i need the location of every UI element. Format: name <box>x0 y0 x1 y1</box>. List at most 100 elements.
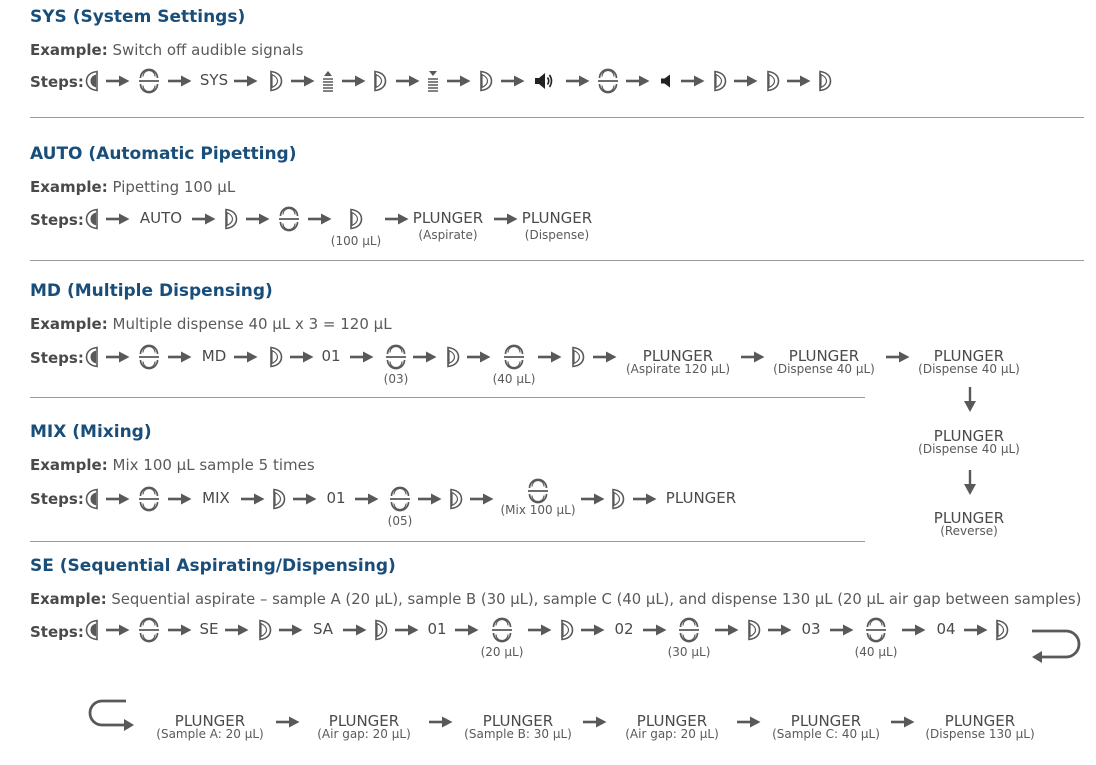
volume-caption: (20 µL) <box>480 645 524 659</box>
arrow-right-icon <box>308 213 332 225</box>
mode-label: SYS <box>199 71 229 89</box>
example-label: Example: <box>30 178 108 196</box>
example-text: Mix 100 µL sample 5 times <box>112 456 315 474</box>
right-button-icon <box>747 619 761 641</box>
example-text: Multiple dispense 40 µL x 3 = 120 µL <box>112 315 392 333</box>
example-text: Switch off audible signals <box>112 41 304 59</box>
arrow-right-icon <box>886 351 910 363</box>
volume-caption: (30 µL) <box>667 645 711 659</box>
select-wheel-icon <box>385 344 407 370</box>
arrow-right-icon <box>276 716 300 728</box>
sub-mode-label: SA <box>312 620 334 638</box>
arrow-right-icon <box>279 624 303 636</box>
arrow-right-icon <box>455 624 479 636</box>
left-button-icon <box>85 346 99 368</box>
arrow-right-icon <box>225 624 249 636</box>
example-text: Sequential aspirate – sample A (20 µL), … <box>111 591 1082 608</box>
right-button-icon <box>258 619 272 641</box>
arrow-right-icon <box>528 624 552 636</box>
arrow-right-icon <box>891 716 915 728</box>
arrow-right-icon <box>902 624 926 636</box>
plunger-label: PLUNGER <box>642 347 714 365</box>
section-title-md: MD (Multiple Dispensing) <box>30 281 273 301</box>
arrow-right-icon <box>626 75 650 87</box>
section-title-se: SE (Sequential Aspirating/Dispensing) <box>30 556 396 576</box>
plunger-caption: (Aspirate 120 µL) <box>625 362 731 376</box>
right-button-icon <box>446 346 460 368</box>
plunger-label: PLUNGER <box>412 209 484 227</box>
arrow-right-icon <box>768 624 792 636</box>
plunger-caption: (Air gap: 20 µL) <box>625 727 719 741</box>
arrow-right-icon <box>241 493 265 505</box>
select-wheel-icon <box>138 68 160 94</box>
arrow-right-icon <box>964 624 988 636</box>
plunger-caption: (Air gap: 20 µL) <box>317 727 411 741</box>
program-number: 01 <box>321 347 341 365</box>
select-wheel-icon <box>597 68 619 94</box>
plunger-label: PLUNGER <box>933 427 1005 445</box>
arrow-right-icon <box>234 351 258 363</box>
arrow-right-icon <box>413 351 437 363</box>
arrow-right-icon <box>538 351 562 363</box>
arrow-right-icon <box>501 75 525 87</box>
select-wheel-icon <box>865 617 887 643</box>
section-title-mix: MIX (Mixing) <box>30 422 152 442</box>
arrow-down-icon <box>964 387 976 412</box>
example-label: Example: <box>30 456 108 474</box>
plunger-caption: (Sample C: 40 µL) <box>772 727 880 741</box>
volume-caption: (40 µL) <box>492 372 536 386</box>
arrow-right-icon <box>168 351 192 363</box>
select-wheel-icon <box>527 478 549 504</box>
program-number: 03 <box>801 620 821 638</box>
steps-label: Steps: <box>30 349 84 367</box>
arrow-right-icon <box>106 624 130 636</box>
plunger-caption: (Dispense) <box>524 228 590 242</box>
example-text: Pipetting 100 µL <box>112 178 236 196</box>
arrow-right-icon <box>470 493 494 505</box>
steps-label: Steps: <box>30 623 84 641</box>
example-se: Example: Sequential aspirate – sample A … <box>30 591 1081 608</box>
arrow-right-icon <box>350 351 374 363</box>
divider <box>30 397 865 398</box>
right-button-icon <box>766 70 780 92</box>
section-title-auto: AUTO (Automatic Pipetting) <box>30 144 297 164</box>
arrow-right-icon <box>734 75 758 87</box>
plunger-label: PLUNGER <box>665 489 737 507</box>
arrow-right-icon <box>291 75 315 87</box>
arrow-right-icon <box>293 493 317 505</box>
plunger-caption: (Sample A: 20 µL) <box>156 727 264 741</box>
volume-caption: (100 µL) <box>330 234 382 248</box>
right-button-icon <box>479 70 493 92</box>
right-button-icon <box>224 208 238 230</box>
arrow-right-icon <box>787 75 811 87</box>
plunger-caption: (Dispense 130 µL) <box>925 727 1035 741</box>
right-button-icon <box>995 619 1009 641</box>
plunger-caption: (Reverse) <box>940 524 998 538</box>
plunger-caption: (Aspirate) <box>418 228 478 242</box>
arrow-right-icon <box>342 75 366 87</box>
arrow-right-icon <box>396 75 420 87</box>
arrow-right-icon <box>715 624 739 636</box>
example-label: Example: <box>30 591 107 608</box>
arrow-right-icon <box>429 716 453 728</box>
speaker-quiet-icon <box>660 74 674 88</box>
select-wheel-icon <box>491 617 513 643</box>
steps-label: Steps: <box>30 211 84 229</box>
plunger-caption: (Dispense 40 µL) <box>773 362 875 376</box>
plunger-label: PLUNGER <box>944 712 1016 730</box>
program-number: 01 <box>326 489 346 507</box>
right-button-icon <box>449 488 463 510</box>
arrow-right-icon <box>494 213 518 225</box>
left-button-icon <box>85 619 99 641</box>
right-button-icon <box>818 70 832 92</box>
plunger-label: PLUNGER <box>328 712 400 730</box>
plunger-label: PLUNGER <box>482 712 554 730</box>
section-title-sys: SYS (System Settings) <box>30 7 246 27</box>
plunger-label: PLUNGER <box>790 712 862 730</box>
plunger-label: PLUNGER <box>174 712 246 730</box>
divider <box>30 117 1084 118</box>
program-number: 04 <box>936 620 956 638</box>
left-button-icon <box>85 208 99 230</box>
right-button-icon <box>571 346 585 368</box>
select-wheel-icon <box>503 344 525 370</box>
